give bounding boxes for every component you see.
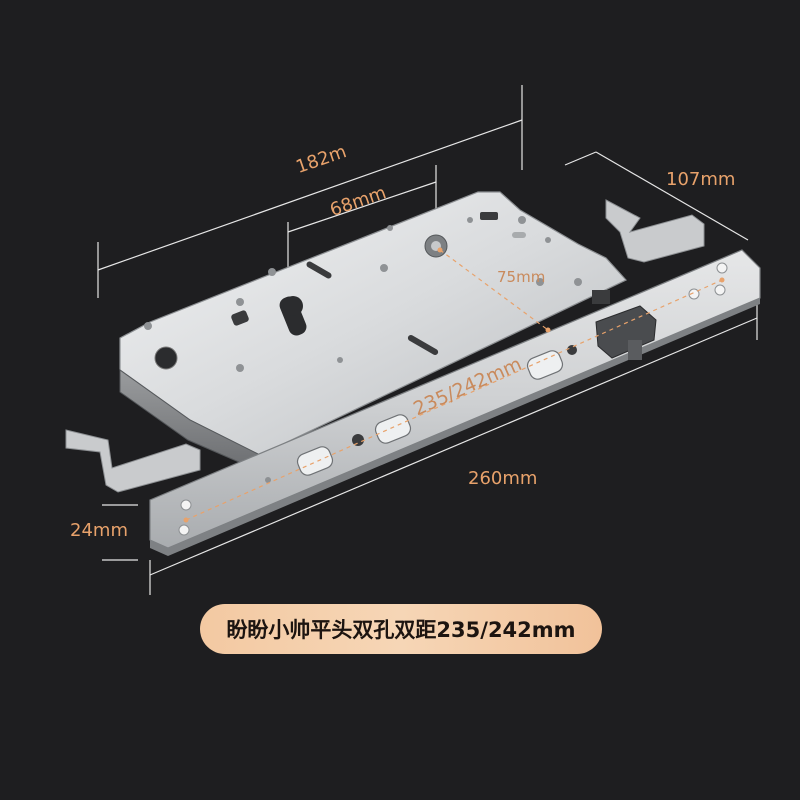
caption-pill: 盼盼小帅平头双孔双距235/242mm	[200, 604, 602, 654]
lock-body	[119, 191, 627, 473]
dimension-lines	[97, 85, 758, 595]
dimension-107-label: 107mm	[666, 169, 736, 190]
hole-spacing-guide	[185, 249, 723, 521]
caption-text: 盼盼小帅平头双孔双距235/242mm	[226, 618, 576, 642]
lower-tail-bracket	[65, 429, 201, 493]
dimension-24-label: 24mm	[70, 520, 128, 541]
faceplate	[149, 249, 761, 556]
upper-tail-bracket	[605, 199, 705, 263]
dimension-75-label: 75mm	[497, 268, 546, 286]
dimension-260-label: 260mm	[468, 468, 538, 489]
guide-dots	[183, 247, 725, 523]
